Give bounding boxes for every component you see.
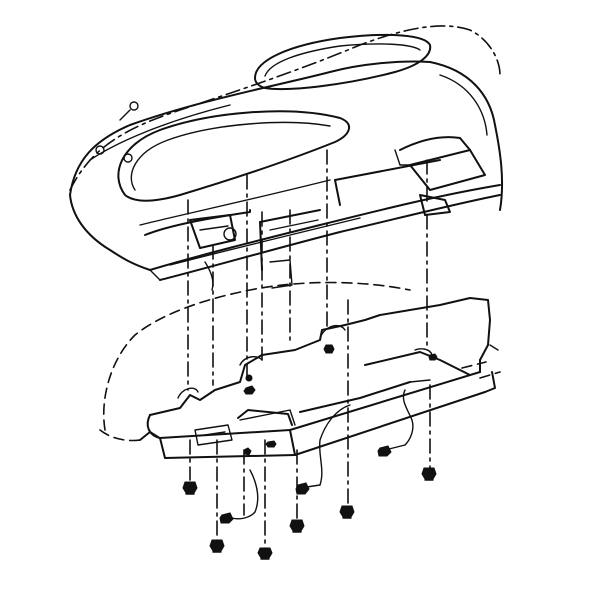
defroster-vents [117,33,432,202]
lower-panel-structure [144,136,501,291]
retainer-clip [289,519,305,533]
retainer-clips [182,467,437,560]
panel-fasteners [243,344,438,456]
retainer-clip [421,467,437,481]
instrument-panel [69,25,504,281]
retainer-clip [182,481,198,495]
alignment-lines [187,149,431,551]
retainer-clip [257,547,273,560]
undercover-panel [99,281,501,459]
retainer-clip [339,505,355,519]
wire-harness [219,389,414,524]
retainer-clip [209,539,225,553]
